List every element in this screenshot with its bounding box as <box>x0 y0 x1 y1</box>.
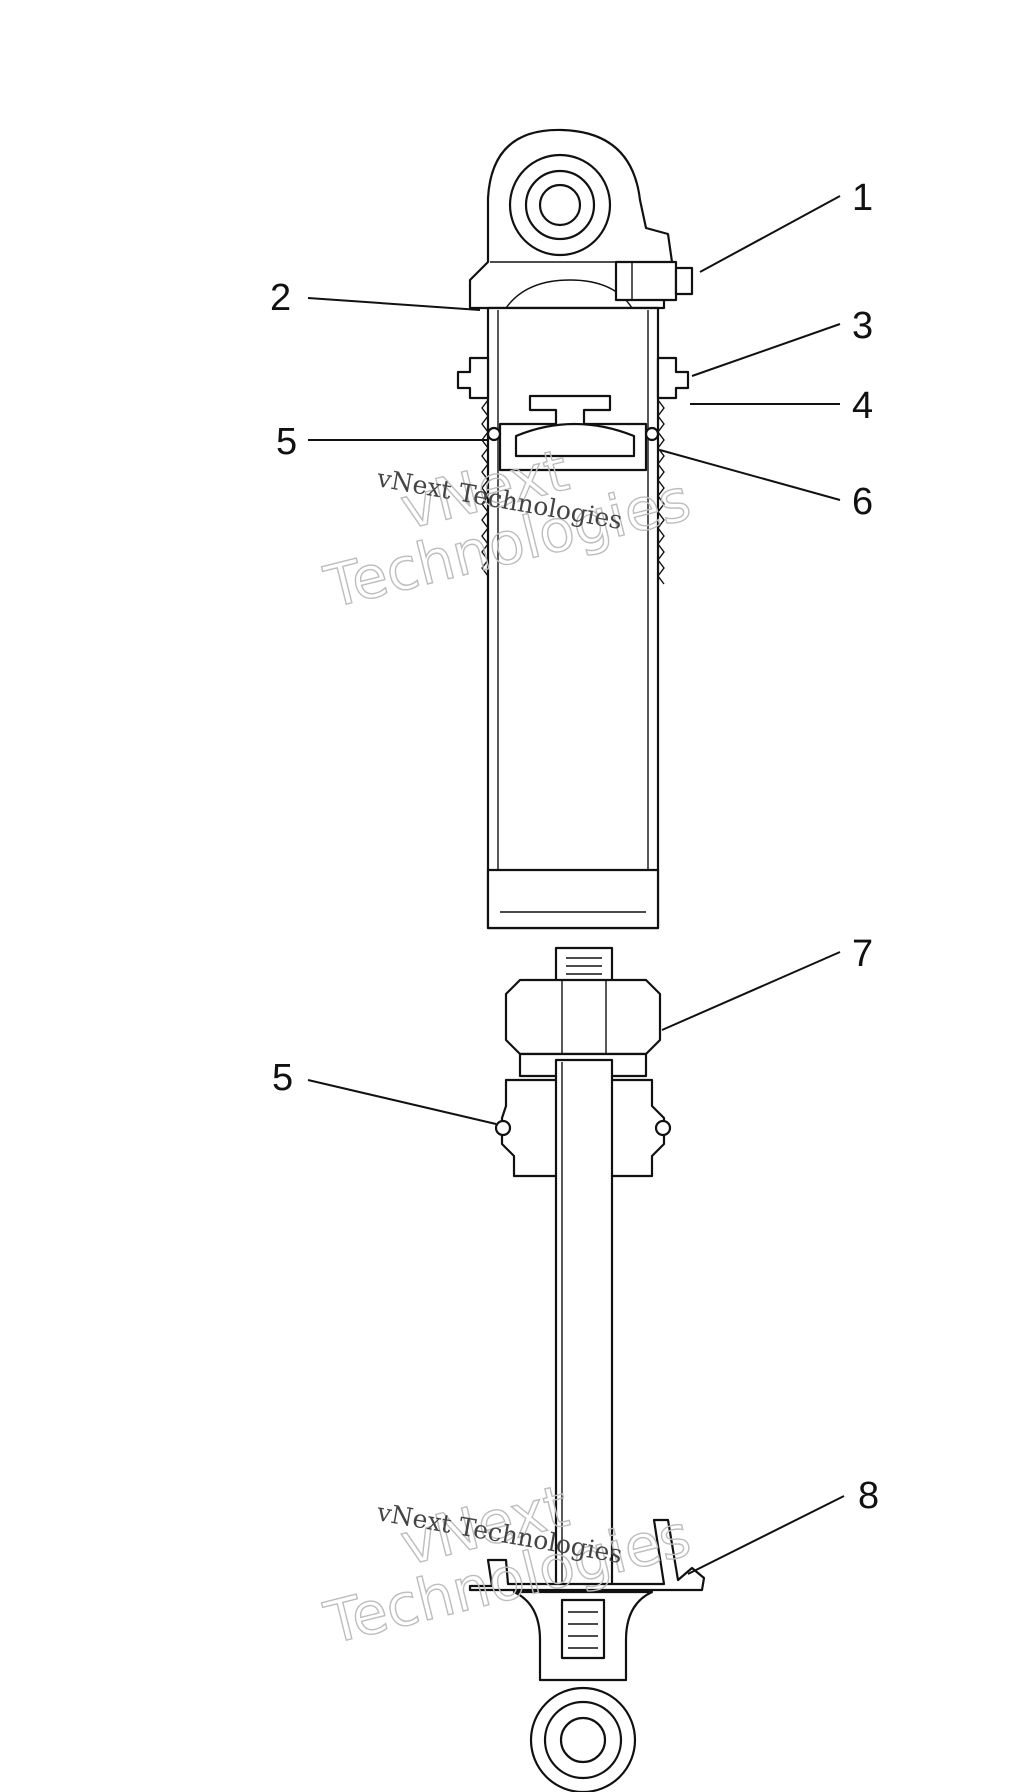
shaft-nut <box>504 946 662 1078</box>
bottom-eye-mount <box>529 1686 637 1792</box>
callout-5-upper: 5 <box>276 421 297 463</box>
callout-1: 1 <box>852 177 873 219</box>
leader-5b <box>307 1079 497 1125</box>
leader-7 <box>661 951 841 1031</box>
leader-1 <box>699 195 841 273</box>
leader-6 <box>659 449 841 501</box>
floating-piston <box>486 394 660 472</box>
callout-4: 4 <box>852 385 873 427</box>
leader-2 <box>307 297 481 311</box>
leader-8 <box>687 1495 845 1575</box>
head-valve-fitting <box>614 260 694 302</box>
callout-2: 2 <box>270 277 291 319</box>
callout-3: 3 <box>852 305 873 347</box>
callout-numbers: 1 2 3 4 5 6 7 5 8 <box>270 177 879 1517</box>
leader-lines <box>307 195 845 1575</box>
callout-6: 6 <box>852 481 873 523</box>
spring-collar <box>456 356 690 400</box>
bottom-spring-cup <box>468 1518 706 1682</box>
callout-7: 7 <box>852 933 873 975</box>
watermark-lower: vNext Technologies <box>317 1471 697 1658</box>
callout-5-lower: 5 <box>272 1057 293 1099</box>
callout-8: 8 <box>858 1475 879 1517</box>
leader-3 <box>691 323 841 377</box>
piston-shaft <box>554 1058 614 1602</box>
body-threads <box>481 399 665 585</box>
